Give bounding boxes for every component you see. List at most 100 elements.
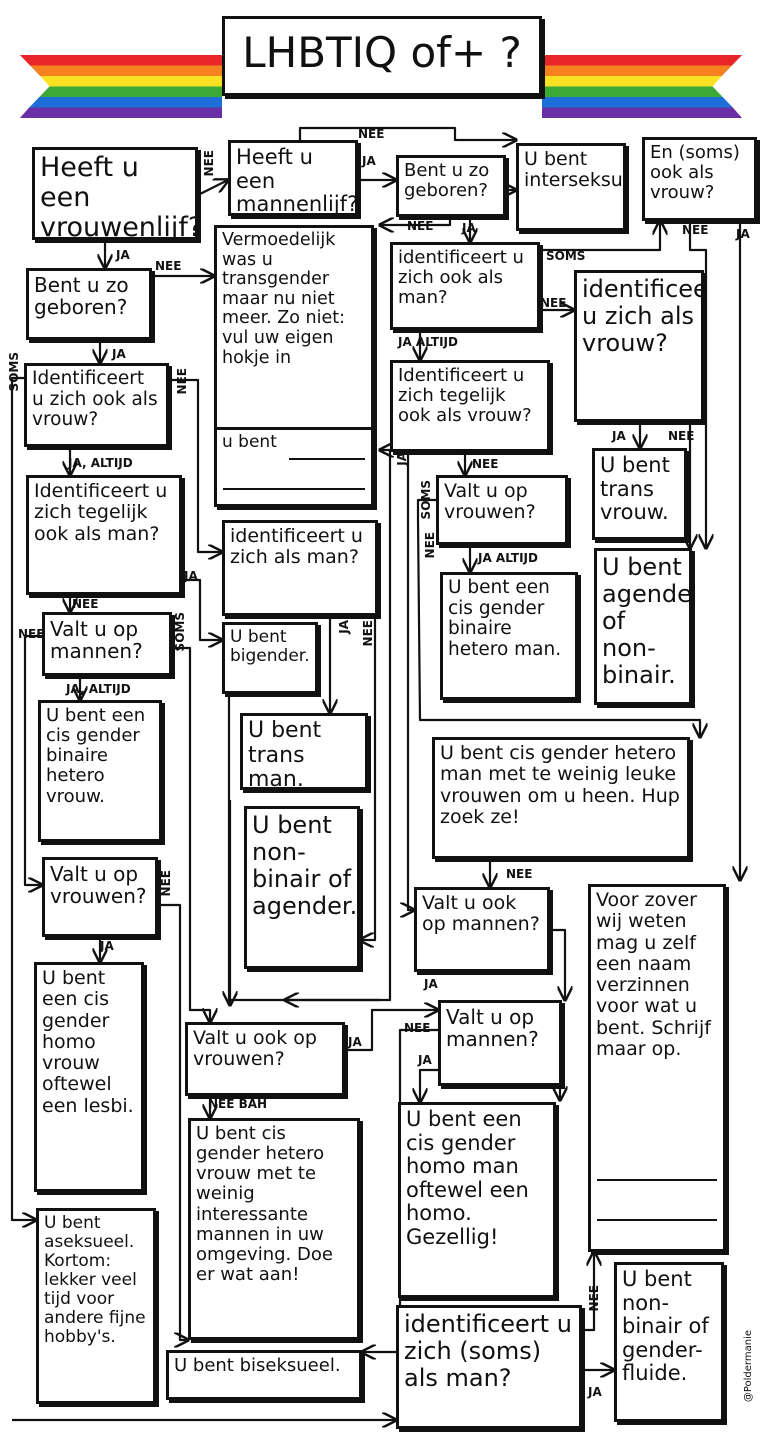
result-nonbinair-agender: U bent non-binair of agender. — [244, 806, 360, 969]
result-cis-hetero-man: U bent een cis gender binaire hetero man… — [440, 572, 578, 700]
flow-arrow — [169, 378, 222, 552]
label-ja: JA — [337, 620, 351, 634]
question-valt-vrouwen-left: Valt u op vrouwen? — [42, 857, 158, 937]
label-ja-altijd: JA, ALTIJD — [66, 682, 131, 696]
label-nee: NEE — [540, 296, 567, 310]
flow-arrow — [158, 903, 188, 1340]
question-ook-man-mid: identificeert u zich ook als man? — [390, 242, 540, 330]
label-nee: NEE — [407, 219, 434, 233]
result-fill-in-blank: u bent — [214, 427, 374, 507]
result-trans-vrouw: U bent trans vrouw. — [592, 448, 687, 540]
label-ja: JA — [395, 452, 409, 466]
rainbow-stripe — [542, 65, 732, 76]
question-tegelijk-man: Identificeert u zich tegelijk ook als ma… — [26, 475, 182, 595]
question-valt-ook-mannen: Valt u ook op mannen? — [414, 887, 550, 972]
result-zelf-naam: Voor zover wij weten mag u zelf een naam… — [588, 884, 726, 1252]
result-cis-man-weinig: U bent cis gender hetero man met te wein… — [432, 737, 690, 859]
question-als-vrouw-right: identificeert u zich als vrouw? — [574, 270, 704, 422]
result-aseksueel: U bent aseksueel. Kortom: lekker veel ti… — [36, 1208, 156, 1404]
flow-arrow — [416, 498, 700, 737]
flow-arrow — [10, 376, 36, 1220]
label-nee: NEE — [72, 597, 99, 611]
title-box: LHBTIQ of+ ? — [222, 16, 542, 96]
label-ja: JA — [424, 977, 438, 991]
rainbow-stripe — [20, 55, 222, 66]
result-lesbi: U bent een cis gender homo vrouw oftewel… — [34, 962, 144, 1192]
label-nee: NEE — [682, 223, 709, 237]
label-nee: NEE — [358, 127, 385, 141]
question-zo-geboren-top: Bent u zo geboren? — [396, 155, 506, 217]
rainbow-banner — [20, 55, 742, 118]
label-ja: JA — [116, 248, 130, 262]
label-nee: NEE — [155, 259, 182, 273]
label-ja: JA — [184, 569, 198, 583]
label-nee: NEE — [587, 1285, 601, 1312]
label-ja-altijd: JA ALTIJD — [398, 335, 458, 349]
rainbow-stripe — [542, 107, 742, 118]
label-ja: JA — [418, 1053, 432, 1067]
label-nee: NEE — [361, 620, 375, 647]
label-ja-altijd: JA, ALTIJD — [68, 456, 133, 470]
result-genderfluide: U bent non-binair of gender-fluide. — [614, 1262, 724, 1422]
label-ja: JA — [348, 1035, 362, 1049]
question-valt-ook-vrouwen: Valt u ook op vrouwen? — [185, 1022, 345, 1096]
result-homo: U bent een cis gender homo man oftewel e… — [398, 1102, 556, 1298]
rainbow-stripe — [40, 76, 222, 87]
question-soms-vrouw: En (soms) ook als vrouw? — [642, 137, 757, 221]
page-title: LHBTIQ of+ ? — [242, 28, 522, 77]
question-ook-vrouw-left: Identificeert u zich ook als vrouw? — [24, 363, 169, 447]
question-valt-vrouwen-mid: Valt u op vrouwen? — [436, 475, 568, 545]
label-nee: NEE — [202, 150, 216, 177]
rainbow-stripe — [30, 65, 223, 76]
credit-text: @Poldermanie — [743, 1330, 754, 1403]
result-agender-right: U bent agender of non-binair. — [594, 548, 692, 705]
rainbow-stripe — [20, 107, 222, 118]
flow-arrow — [360, 614, 377, 940]
question-soms-man: identificeert u zich (soms) als man? — [396, 1305, 582, 1429]
rainbow-stripe — [29, 97, 223, 108]
label-soms: SOMS — [7, 352, 21, 392]
label-nee: NEE — [668, 429, 695, 443]
rainbow-stripe — [542, 55, 742, 66]
flow-arrow — [688, 221, 706, 548]
question-valt-mannen-right: Valt u op mannen? — [438, 1000, 562, 1086]
label-nee: NEE — [472, 457, 499, 471]
question-tegelijk-vrouw: Identificeert u zich tegelijk ook als vr… — [390, 360, 550, 452]
question-mannenlijf: Heeft u een mannenlijf? — [228, 140, 358, 216]
label-ja-altijd: JA ALTIJD — [478, 551, 538, 565]
result-cis-vrouw-weinig: U bent cis gender hetero vrouw met te we… — [188, 1118, 360, 1340]
rainbow-stripe — [542, 97, 733, 108]
rainbow-stripe — [542, 76, 722, 87]
flow-connectors — [10, 126, 740, 1420]
result-biseksueel: U bent biseksueel. — [166, 1350, 362, 1400]
label-nee: NEE — [175, 368, 189, 395]
flow-arrow — [23, 634, 42, 885]
blank-line — [597, 1219, 717, 1221]
flow-arrow — [582, 1252, 594, 1332]
result-trans-man: U bent trans man. — [240, 713, 368, 790]
flow-arrow — [420, 1068, 438, 1102]
rainbow-stripe — [542, 86, 723, 97]
label-soms: SOMS — [546, 249, 586, 263]
question-vrouwenlijf: Heeft u een vrouwenlijf? — [32, 147, 198, 240]
result-cis-hetero-vrouw: U bent een cis gender binaire hetero vro… — [38, 700, 162, 842]
label-ja: JA — [736, 227, 750, 241]
label-nee: NEE — [423, 532, 437, 559]
label-nee: NEE — [506, 867, 533, 881]
label-ja: JA — [588, 1385, 602, 1399]
question-zo-geboren-left: Bent u zo geboren? — [26, 268, 152, 340]
result-bigender: U bent bigender. — [222, 622, 318, 694]
blank-line — [289, 458, 365, 460]
blank-line — [597, 1179, 717, 1181]
flow-arrow — [550, 928, 565, 1000]
result-vermoedelijk: Vermoedelijk was u transgender maar nu n… — [214, 225, 374, 430]
label-nee: NEE — [404, 1021, 431, 1035]
blank-line — [223, 488, 365, 490]
label-ja: JA — [362, 154, 376, 168]
flow-arrow — [380, 217, 452, 225]
label-ja: JA — [112, 347, 126, 361]
flow-arrow — [408, 452, 414, 910]
flow-arrow — [298, 126, 516, 140]
flow-arrow — [540, 221, 660, 252]
